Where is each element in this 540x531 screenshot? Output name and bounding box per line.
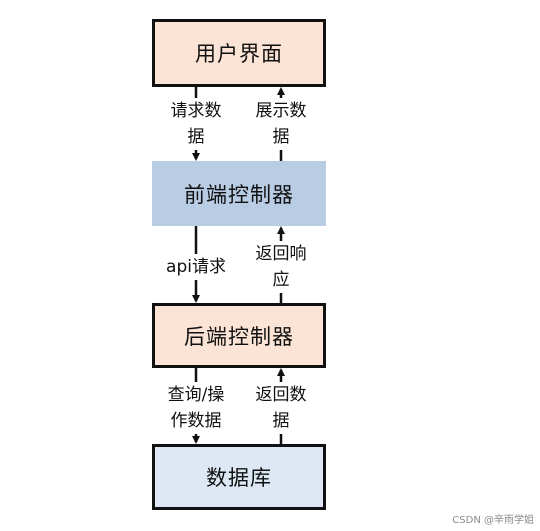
node-backend-controller-label: 后端控制器: [184, 324, 294, 349]
edge-label-query-operate-data: 查询/操 作数据: [161, 382, 231, 434]
node-user-interface-label: 用户界面: [195, 42, 283, 66]
watermark: CSDN @辛雨学姐: [452, 515, 534, 526]
node-database: 数据库: [152, 444, 326, 510]
node-frontend-controller-label: 前端控制器: [184, 182, 294, 207]
node-backend-controller: 后端控制器: [152, 303, 326, 368]
edge-label-display-data: 展示数 据: [251, 98, 311, 150]
edge-label-return-data: 返回数 据: [251, 382, 311, 434]
node-frontend-controller: 前端控制器: [152, 161, 326, 226]
edge-label-api-request: api请求: [162, 254, 230, 280]
node-database-label: 数据库: [206, 466, 272, 490]
edge-label-return-response: 返回响 应: [251, 241, 311, 293]
node-user-interface: 用户界面: [152, 19, 326, 87]
edge-label-request-data: 请求数 据: [166, 98, 226, 150]
